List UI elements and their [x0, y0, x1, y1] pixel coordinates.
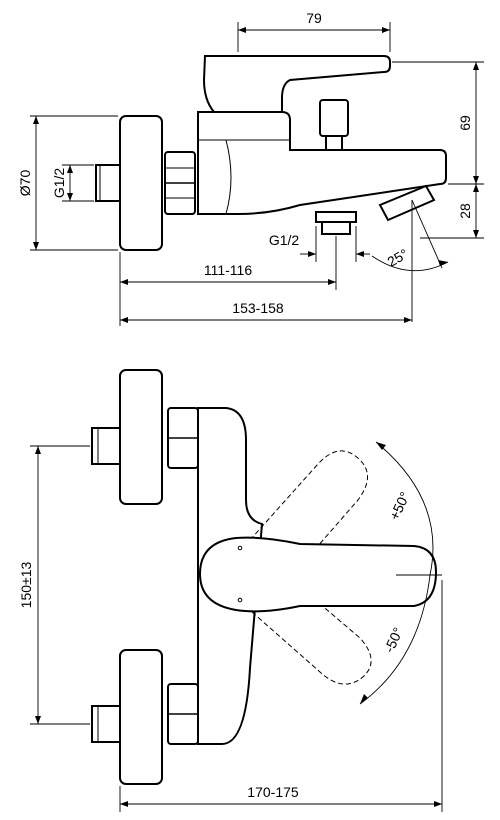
front-view: +50° -50° 150±13 170-175 — [18, 369, 443, 812]
upper-flange-front — [119, 369, 163, 505]
mixer-body-side — [197, 111, 447, 215]
lever-ghost-lower — [251, 579, 372, 685]
outlet-thread-side — [315, 211, 357, 223]
upper-inlet-stub — [91, 427, 121, 465]
diverter-knob-side — [319, 99, 349, 137]
lever-front — [198, 536, 438, 613]
dim-thread-outlet: G1/2 — [269, 232, 300, 248]
dim-spout-angle: 25° — [384, 245, 410, 269]
dim-overall-width: 170-175 — [247, 784, 299, 800]
dim-height-lower: 28 — [457, 203, 473, 219]
dim-flange-diameter: Ø70 — [17, 170, 33, 197]
lever-ghost-upper — [249, 450, 368, 579]
lower-flange-front — [119, 649, 163, 785]
dim-centre-distance: 150±13 — [18, 561, 34, 608]
lower-inlet-stub — [91, 705, 121, 743]
dim-lever-up: +50° — [386, 489, 413, 522]
dim-thread-inlet: G1/2 — [51, 168, 67, 199]
dim-height-upper: 69 — [457, 115, 473, 131]
dim-depth-long: 153-158 — [232, 300, 284, 316]
lever-handle-side — [202, 55, 391, 113]
dim-depth-short: 111-116 — [204, 262, 252, 278]
spout-tip-side — [378, 184, 436, 222]
dim-lever-length: 79 — [306, 10, 322, 26]
side-view: 79 69 28 Ø70 G1/2 G1/2 — [17, 10, 484, 326]
wall-flange-side — [119, 115, 163, 251]
dim-lever-down: -50° — [381, 625, 406, 655]
